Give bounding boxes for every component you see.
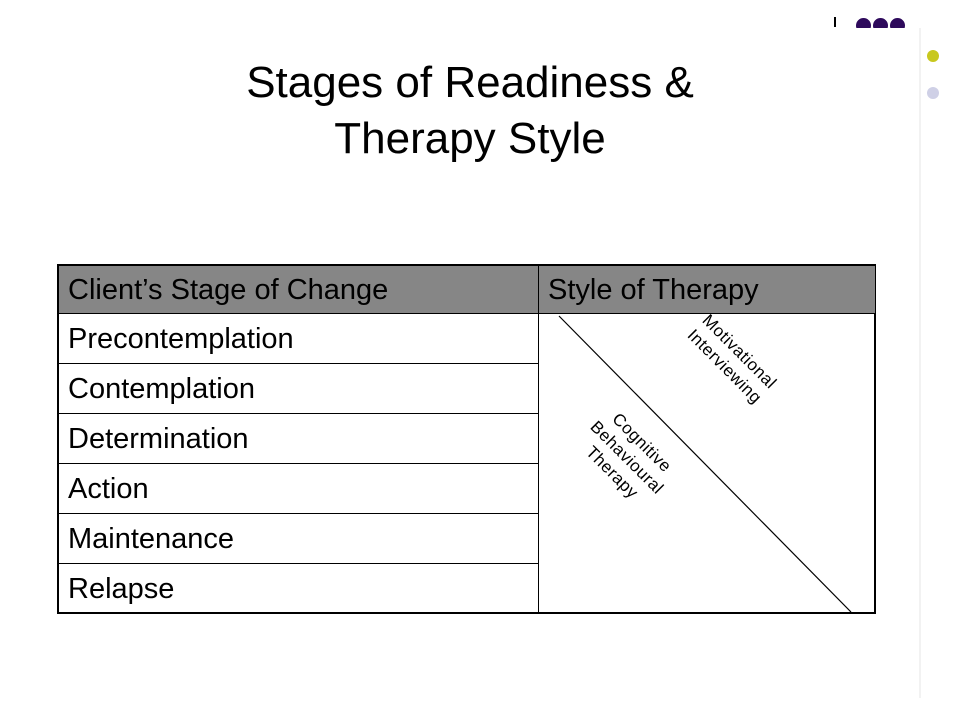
header-stage-of-change: Client’s Stage of Change xyxy=(59,266,538,314)
dot-icon xyxy=(873,18,888,28)
diagonal-divider xyxy=(558,315,852,612)
dot-icon xyxy=(890,18,905,28)
table-row: Contemplation xyxy=(59,364,538,414)
title-line-2: Therapy Style xyxy=(334,114,606,163)
lavender-dot-icon xyxy=(927,87,939,99)
decorative-dots xyxy=(852,14,908,28)
table-row: Maintenance xyxy=(59,514,538,564)
table-row: Precontemplation xyxy=(59,314,538,364)
yellow-dot-icon xyxy=(927,50,939,62)
header-style-of-therapy: Style of Therapy xyxy=(539,266,875,314)
table-row: Determination xyxy=(59,414,538,464)
table-row: Relapse xyxy=(68,573,175,605)
diagonal-line xyxy=(558,315,852,612)
stages-table: Client’s Stage of Change Precontemplatio… xyxy=(57,264,876,614)
page-title: Stages of Readiness & Therapy Style xyxy=(160,55,780,167)
title-line-1: Stages of Readiness & xyxy=(246,58,694,107)
stage-column: Client’s Stage of Change Precontemplatio… xyxy=(59,266,538,612)
dot-icon xyxy=(856,18,871,28)
decorative-bar xyxy=(834,17,836,27)
side-divider xyxy=(919,28,921,698)
table-row: Action xyxy=(59,464,538,514)
therapy-column: Style of Therapy Motivational Interviewi… xyxy=(538,266,875,612)
